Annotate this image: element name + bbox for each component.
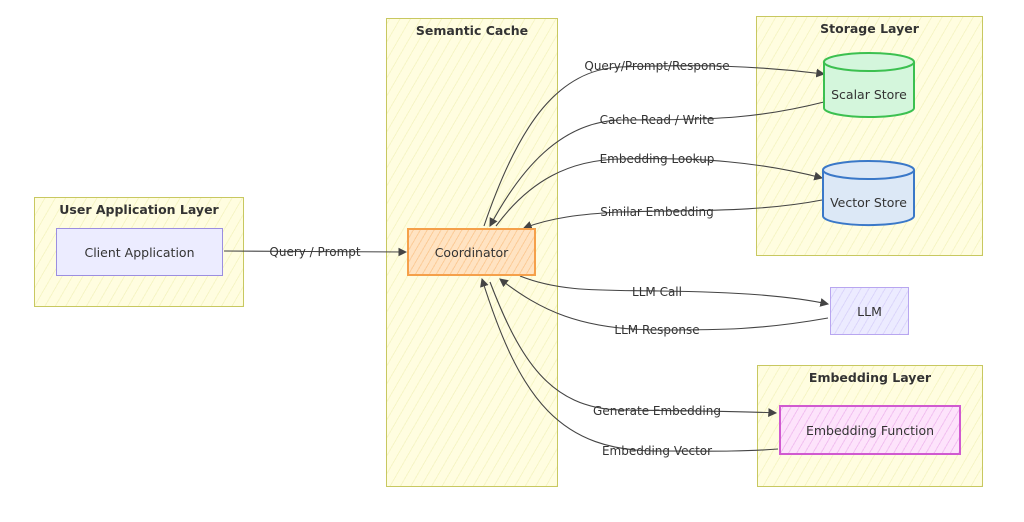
edge-label-generate-embedding: Generate Embedding <box>593 404 721 418</box>
embedding-function-node[interactable]: Embedding Function <box>779 405 961 455</box>
vector-store-label: Vector Store <box>830 194 907 210</box>
edge-label-query-prompt-response: Query/Prompt/Response <box>584 59 730 73</box>
client-application-node[interactable]: Client Application <box>56 228 223 276</box>
edge-label-query-prompt: Query / Prompt <box>269 245 361 259</box>
vector-store-node[interactable] <box>822 160 915 227</box>
edge-similar-embedding <box>522 199 823 230</box>
edge-label-llm-call: LLM Call <box>632 285 682 299</box>
edge-embedding-vector <box>480 277 779 452</box>
group-title: Storage Layer <box>820 21 919 36</box>
llm-node[interactable]: LLM <box>830 287 909 335</box>
edge-query-prompt <box>223 247 408 257</box>
group-title: Embedding Layer <box>808 370 932 385</box>
group-title: User Application Layer <box>59 202 219 217</box>
scalar-store-node[interactable] <box>823 52 915 118</box>
group-title: Semantic Cache <box>415 23 529 38</box>
scalar-store-label: Scalar Store <box>831 86 907 102</box>
edge-label-cache-read-write: Cache Read / Write <box>599 113 715 127</box>
edge-llm-response <box>499 278 829 331</box>
edge-generate-embedding <box>489 281 778 417</box>
edge-embedding-lookup <box>495 158 824 227</box>
edge-label-embedding-lookup: Embedding Lookup <box>599 152 715 166</box>
edge-llm-call <box>519 275 830 307</box>
edge-label-similar-embedding: Similar Embedding <box>600 205 714 219</box>
edge-cache-read-write <box>489 101 825 227</box>
edge-label-embedding-vector: Embedding Vector <box>601 444 713 458</box>
edge-label-llm-response: LLM Response <box>614 323 700 337</box>
edge-query-prompt-response <box>483 65 826 227</box>
coordinator-node[interactable]: Coordinator <box>407 228 536 276</box>
